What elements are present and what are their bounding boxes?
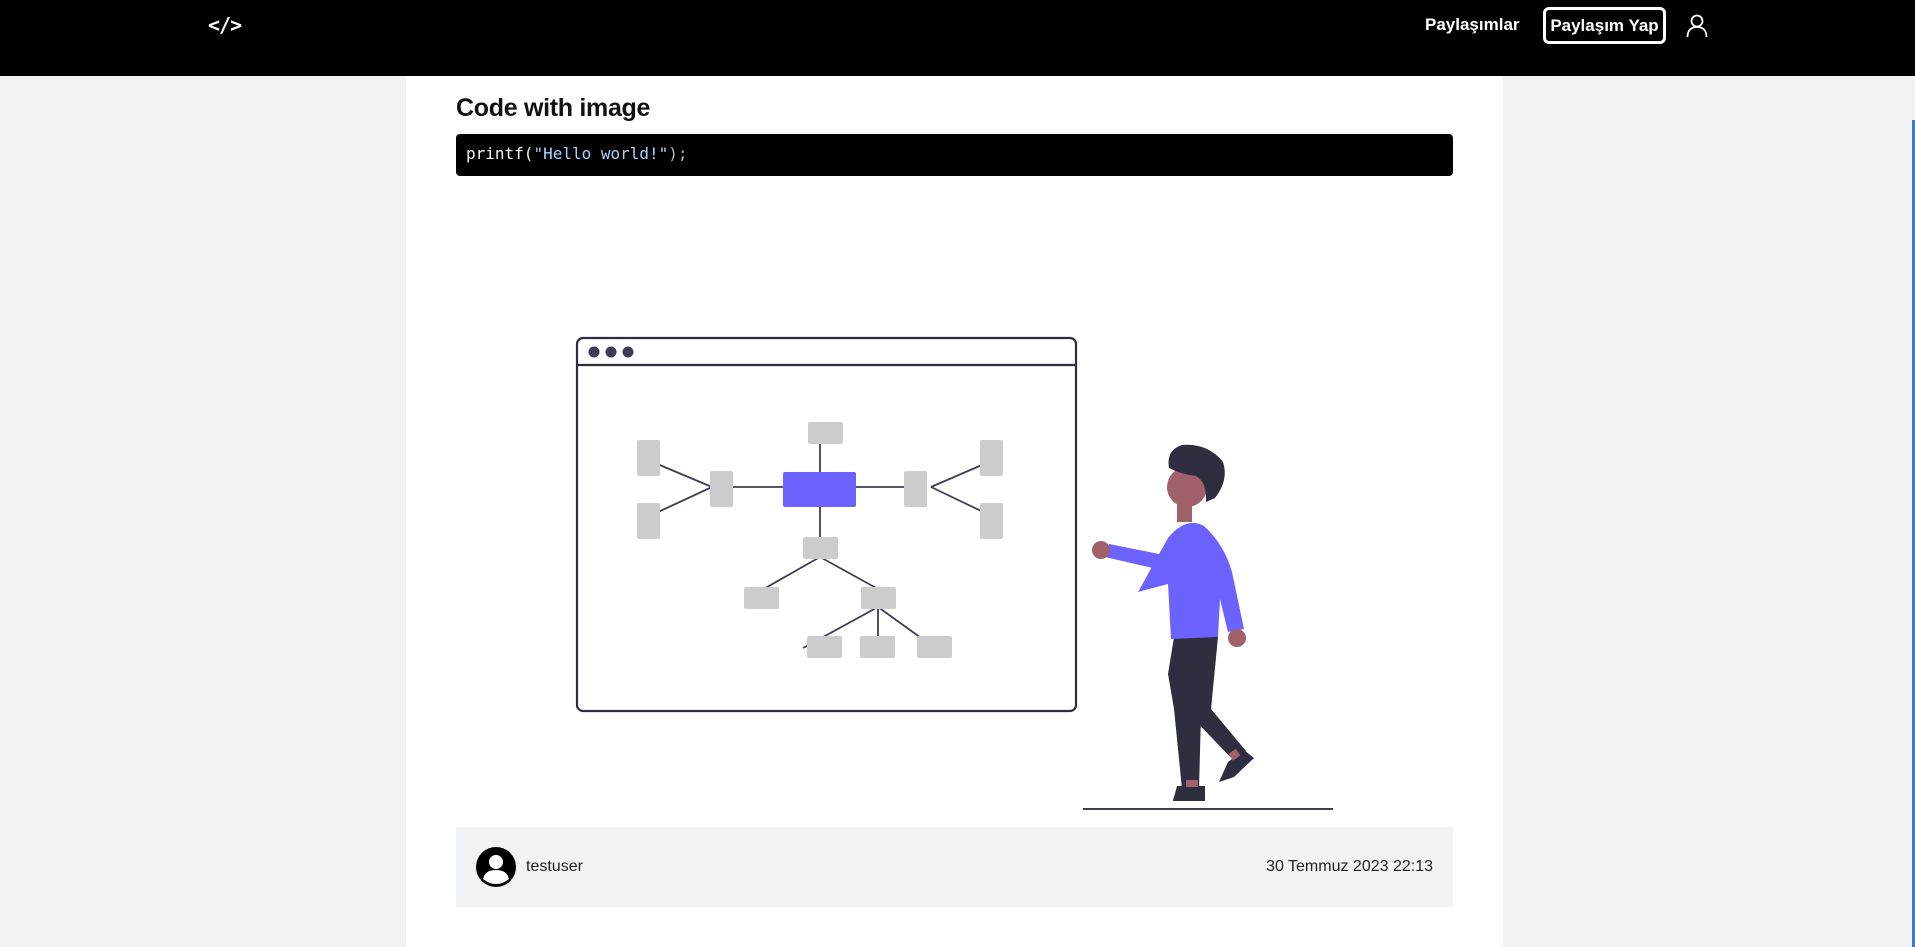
- code-close: );: [668, 144, 688, 163]
- post-title: Code with image: [456, 94, 651, 122]
- logo-code-icon[interactable]: </>: [208, 13, 242, 37]
- post-card: Code with image printf("Hello world!");: [406, 76, 1503, 947]
- scrollbar[interactable]: [1912, 120, 1915, 947]
- avatar-icon[interactable]: [476, 847, 516, 887]
- create-post-button[interactable]: Paylaşım Yap: [1543, 7, 1666, 44]
- mind-map-center-node: [783, 472, 856, 507]
- author-bar: testuser 30 Temmuz 2023 22:13: [456, 827, 1453, 907]
- post-date: 30 Temmuz 2023 22:13: [1266, 858, 1433, 875]
- mind-map-illustration: [575, 336, 1333, 810]
- user-icon[interactable]: [1686, 14, 1708, 38]
- code-string: "Hello world!": [533, 144, 669, 163]
- nav-link-posts[interactable]: Paylaşımlar: [1425, 15, 1520, 34]
- navbar: </> Paylaşımlar Paylaşım Yap: [0, 0, 1915, 76]
- mind-map-nodes: [637, 422, 1003, 658]
- code-function: printf(: [466, 144, 534, 163]
- browser-window-graphic: [575, 336, 1078, 713]
- author-name[interactable]: testuser: [526, 858, 583, 875]
- code-block: printf("Hello world!");: [456, 134, 1453, 176]
- person-figure: [1092, 444, 1254, 801]
